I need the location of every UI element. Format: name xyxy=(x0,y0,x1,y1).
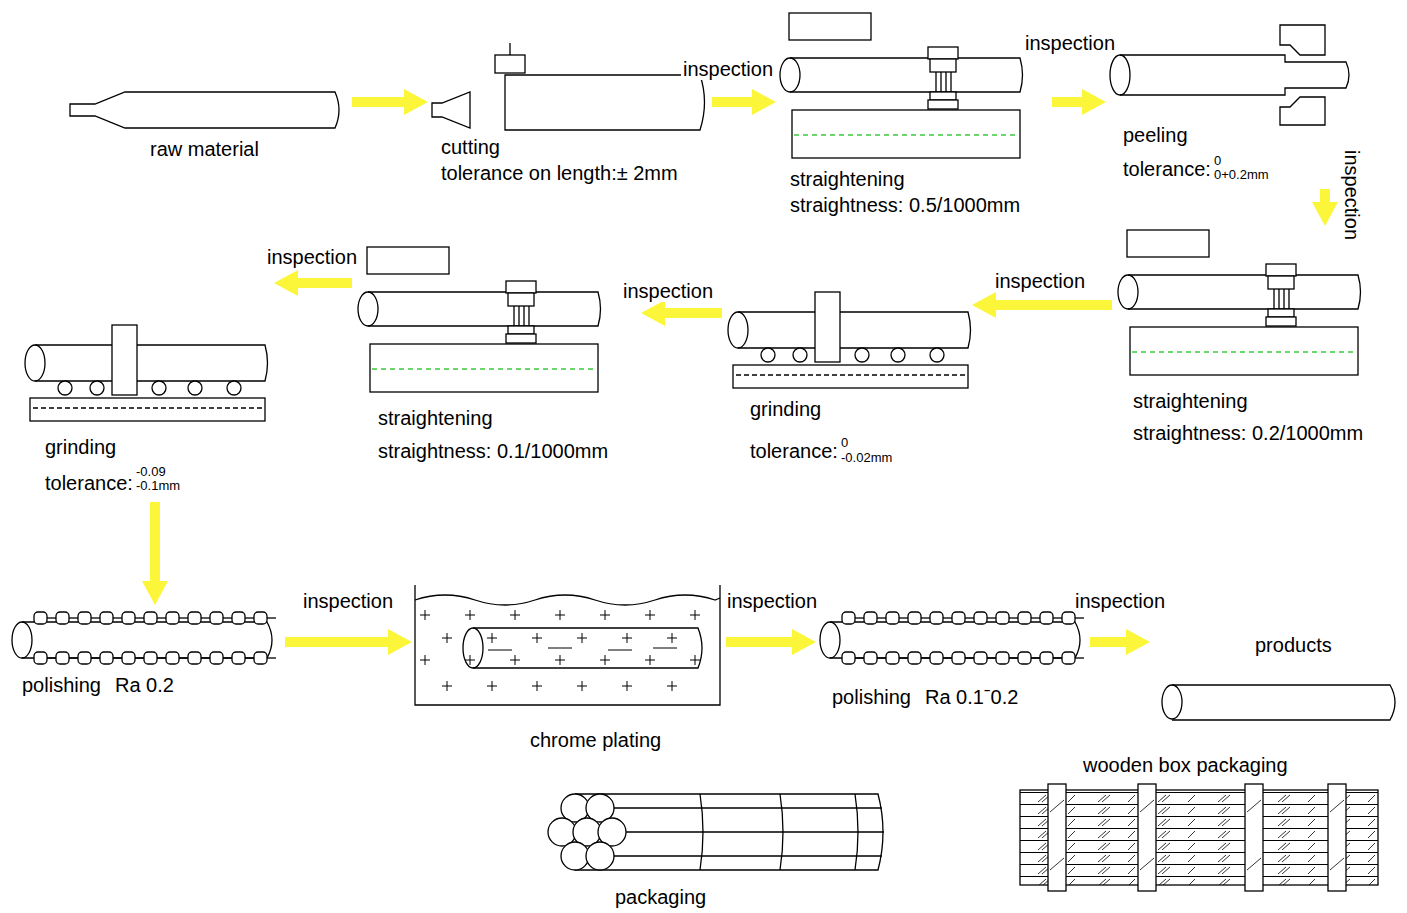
edge-label: inspection xyxy=(1341,148,1363,242)
edge-label: inspection xyxy=(621,280,715,302)
step-caption: -0.1mm xyxy=(136,479,180,493)
flow-arrow xyxy=(1052,97,1092,107)
bundle-figure xyxy=(548,794,884,870)
grinding-machine xyxy=(728,292,971,388)
flow-arrow xyxy=(655,308,722,318)
step-caption: straightening xyxy=(790,168,905,190)
flow-arrow xyxy=(726,637,802,647)
process-step: polishing Ra 0.1ˉ0.2 xyxy=(816,605,1088,713)
raw-bar xyxy=(70,92,339,128)
flow-arrow xyxy=(352,97,414,107)
process-step: packaging xyxy=(544,788,890,910)
step-caption: Ra 0.2 xyxy=(115,674,174,696)
flow-arrow xyxy=(712,97,762,107)
flow-arrow xyxy=(1090,637,1136,647)
step-caption: packaging xyxy=(615,886,706,908)
flow-arrow xyxy=(986,300,1112,310)
product-bar xyxy=(1162,685,1395,720)
process-step: chrome plating xyxy=(412,582,724,757)
step-caption: -0.09 xyxy=(136,465,166,479)
step-caption: cutting xyxy=(441,136,500,158)
flow-arrow xyxy=(150,502,160,591)
edge-label: inspection xyxy=(1023,32,1117,54)
flow-arrow xyxy=(285,637,398,647)
edge-label: inspection xyxy=(265,246,359,268)
step-caption: 0 xyxy=(1214,154,1221,168)
straightening-machine xyxy=(780,13,1023,158)
process-step: cutting tolerance on length:± 2mm xyxy=(428,40,710,190)
step-caption: polishing xyxy=(832,686,911,708)
edge-label: inspection xyxy=(725,590,819,612)
step-caption: tolerance: xyxy=(45,472,133,494)
step-caption: tolerance on length:± 2mm xyxy=(441,162,678,184)
step-caption: Ra 0.1ˉ0.2 xyxy=(925,686,1018,708)
step-caption: tolerance: xyxy=(750,440,838,462)
step-caption: grinding xyxy=(750,398,821,420)
plating-tank xyxy=(415,585,720,705)
edge-label: inspection xyxy=(993,270,1087,292)
polishing-machine xyxy=(820,612,1084,664)
step-caption: peeling xyxy=(1123,124,1188,146)
peeling-figure xyxy=(1110,25,1349,125)
flow-arrow xyxy=(288,278,352,288)
straightening-machine xyxy=(358,247,601,392)
step-caption: wooden box packaging xyxy=(1083,754,1288,776)
step-caption: 0+0.2mm xyxy=(1214,168,1269,182)
step-caption: straightening xyxy=(1133,390,1248,412)
process-step: straightening straightness: 0.1/1000mm xyxy=(354,243,641,468)
edge-label: inspection xyxy=(301,590,395,612)
edge-label: inspection xyxy=(681,58,775,80)
process-step: wooden box packaging xyxy=(1016,750,1382,890)
step-caption: 0 xyxy=(841,436,848,450)
step-caption: straightness: 0.1/1000mm xyxy=(378,440,608,462)
step-caption: -0.02mm xyxy=(841,451,892,465)
polishing-machine xyxy=(12,612,276,664)
edge-label: inspection xyxy=(1073,590,1167,612)
cutting-figure xyxy=(432,43,705,130)
process-step: grinding tolerance:-0.09-0.1mm xyxy=(20,320,274,500)
process-step: straightening straightness: 0.2/1000mm xyxy=(1114,226,1397,448)
process-step: peeling tolerance:00+0.2mm xyxy=(1106,20,1360,187)
grinding-machine xyxy=(25,325,268,421)
step-caption: products xyxy=(1255,634,1332,656)
step-caption: straightness: 0.5/1000mm xyxy=(790,194,1020,216)
step-caption: straightening xyxy=(378,407,493,429)
wooden-box xyxy=(1020,784,1378,891)
process-step: raw material xyxy=(65,85,350,165)
step-caption: tolerance: xyxy=(1123,158,1211,180)
process-step: straightening straightness: 0.5/1000mm xyxy=(776,8,1050,222)
step-caption: chrome plating xyxy=(530,729,661,751)
process-step: products xyxy=(1150,628,1405,725)
flow-arrow xyxy=(1320,189,1330,212)
process-step: grinding tolerance:0-0.02mm xyxy=(724,288,972,473)
step-caption: polishing xyxy=(22,674,101,696)
step-caption: grinding xyxy=(45,436,116,458)
process-step: polishing Ra 0.2 xyxy=(8,605,283,705)
step-caption: raw material xyxy=(150,138,259,160)
straightening-machine xyxy=(1118,230,1361,375)
step-caption: straightness: 0.2/1000mm xyxy=(1133,422,1363,444)
